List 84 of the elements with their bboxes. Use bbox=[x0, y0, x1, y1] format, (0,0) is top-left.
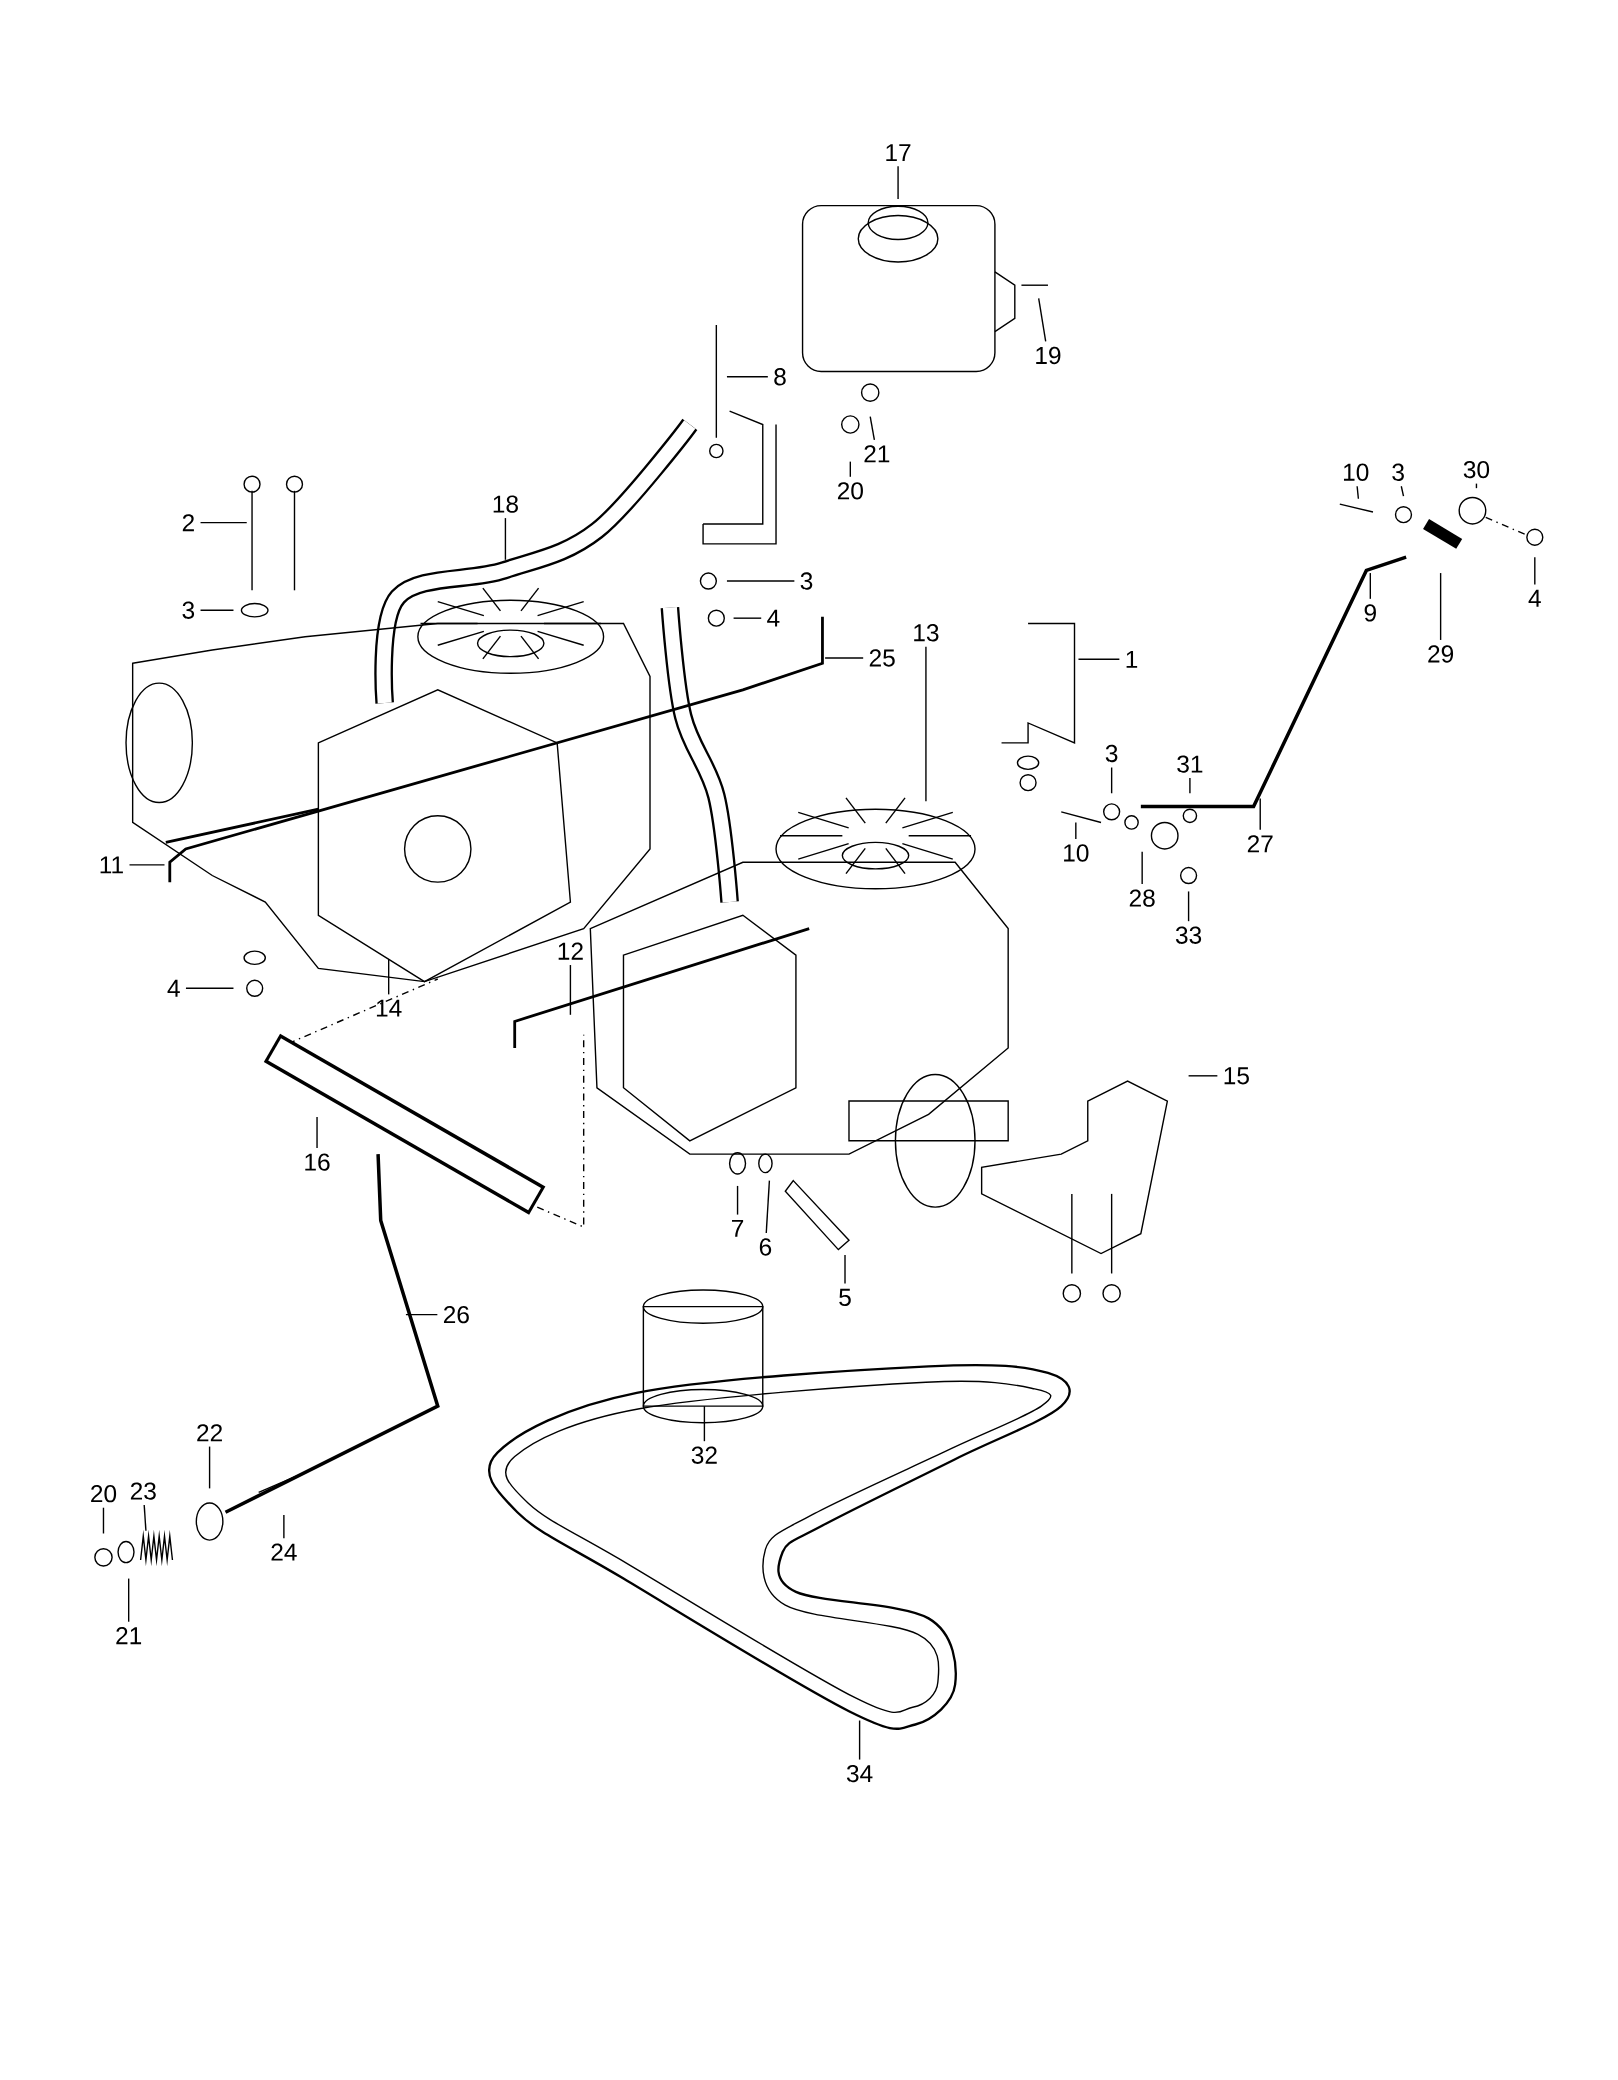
leader-line bbox=[1369, 572, 1371, 600]
callout-number: 11 bbox=[100, 856, 123, 874]
leader-line bbox=[925, 646, 927, 802]
leader-line bbox=[1187, 1075, 1218, 1077]
leader-line bbox=[844, 1254, 846, 1285]
leader-line bbox=[185, 987, 234, 989]
leader-line bbox=[726, 376, 769, 378]
callout-number: 34 bbox=[846, 1764, 873, 1783]
callout-number: 20 bbox=[90, 1485, 116, 1503]
leader-line bbox=[1400, 485, 1404, 497]
leader-line bbox=[208, 1445, 211, 1490]
callout-number: 30 bbox=[1463, 460, 1489, 479]
leader-line bbox=[128, 864, 165, 866]
callout-number: 10 bbox=[1343, 463, 1369, 481]
leader-line bbox=[1439, 572, 1442, 641]
callout-number: 17 bbox=[886, 144, 911, 161]
callout-number: 22 bbox=[197, 1424, 222, 1442]
leader-line bbox=[504, 517, 506, 561]
callout-number: 5 bbox=[839, 1288, 851, 1306]
leader-line bbox=[732, 617, 762, 619]
leader-line bbox=[199, 609, 234, 611]
leader-line bbox=[1259, 797, 1261, 831]
callout-number: 21 bbox=[116, 1627, 141, 1645]
leader-line bbox=[1074, 821, 1077, 840]
callout-number: 32 bbox=[691, 1446, 717, 1464]
callout-number: 9 bbox=[1364, 604, 1376, 622]
callout-number: 23 bbox=[130, 1482, 156, 1500]
leader-line bbox=[1189, 777, 1191, 794]
callout-number: 6 bbox=[759, 1238, 771, 1256]
callout-number: 29 bbox=[1428, 645, 1453, 663]
callout-number: 3 bbox=[1105, 744, 1118, 763]
callout-number: 28 bbox=[1129, 889, 1155, 907]
leader-line bbox=[1187, 890, 1190, 922]
leader-line bbox=[127, 1577, 130, 1623]
callout-number: 7 bbox=[731, 1220, 743, 1237]
callout-number: 14 bbox=[376, 999, 402, 1017]
callout-number: 3 bbox=[800, 572, 813, 590]
callout-number: 2 bbox=[182, 514, 194, 532]
leader-line bbox=[703, 1405, 705, 1442]
callout-number: 26 bbox=[443, 1305, 469, 1324]
leader-line bbox=[199, 521, 248, 524]
callout-number: 1 bbox=[1126, 650, 1137, 668]
callout-number: 25 bbox=[869, 649, 895, 667]
leader-line bbox=[1356, 485, 1359, 500]
callout-number: 31 bbox=[1177, 755, 1203, 773]
leader-line bbox=[143, 1504, 147, 1532]
callout-number: 27 bbox=[1247, 835, 1273, 853]
leader-line bbox=[869, 415, 875, 441]
leader-line bbox=[765, 1179, 770, 1234]
callout-number: 21 bbox=[864, 445, 890, 463]
callout-number: 10 bbox=[1063, 844, 1089, 862]
leader-line bbox=[1110, 766, 1113, 794]
callout-number: 4 bbox=[1528, 589, 1541, 607]
callout-number: 15 bbox=[1224, 1067, 1249, 1085]
callout-number: 12 bbox=[558, 942, 583, 960]
leader-line bbox=[1077, 658, 1120, 660]
leader-line bbox=[824, 657, 864, 659]
leader-line bbox=[1533, 556, 1536, 586]
leader-line bbox=[569, 964, 571, 1016]
leader-line bbox=[1475, 482, 1477, 489]
leader-line bbox=[897, 165, 899, 200]
callout-number: 20 bbox=[837, 482, 863, 500]
leader-line bbox=[726, 580, 795, 582]
callout-number: 4 bbox=[766, 609, 780, 627]
leader-line bbox=[1037, 297, 1047, 343]
leader-line bbox=[405, 1313, 438, 1316]
callout-number: 24 bbox=[271, 1543, 297, 1561]
leader-line bbox=[736, 1185, 739, 1216]
leader-line bbox=[849, 460, 851, 478]
callout-number: 3 bbox=[1392, 463, 1404, 481]
callout-number: 4 bbox=[167, 979, 180, 997]
callout-number: 19 bbox=[1036, 346, 1061, 365]
leader-line bbox=[102, 1507, 104, 1535]
leader-line bbox=[316, 1116, 318, 1149]
callout-number: 16 bbox=[305, 1153, 330, 1171]
callout-number: 13 bbox=[914, 624, 939, 642]
callout-number: 8 bbox=[774, 368, 786, 386]
leader-line bbox=[858, 1719, 861, 1761]
leader-line bbox=[1141, 850, 1143, 885]
callout-number: 3 bbox=[182, 601, 194, 619]
callout-number: 33 bbox=[1175, 926, 1201, 944]
leader-line bbox=[283, 1514, 285, 1539]
leader-line bbox=[387, 958, 390, 996]
callout-number: 18 bbox=[493, 495, 518, 513]
